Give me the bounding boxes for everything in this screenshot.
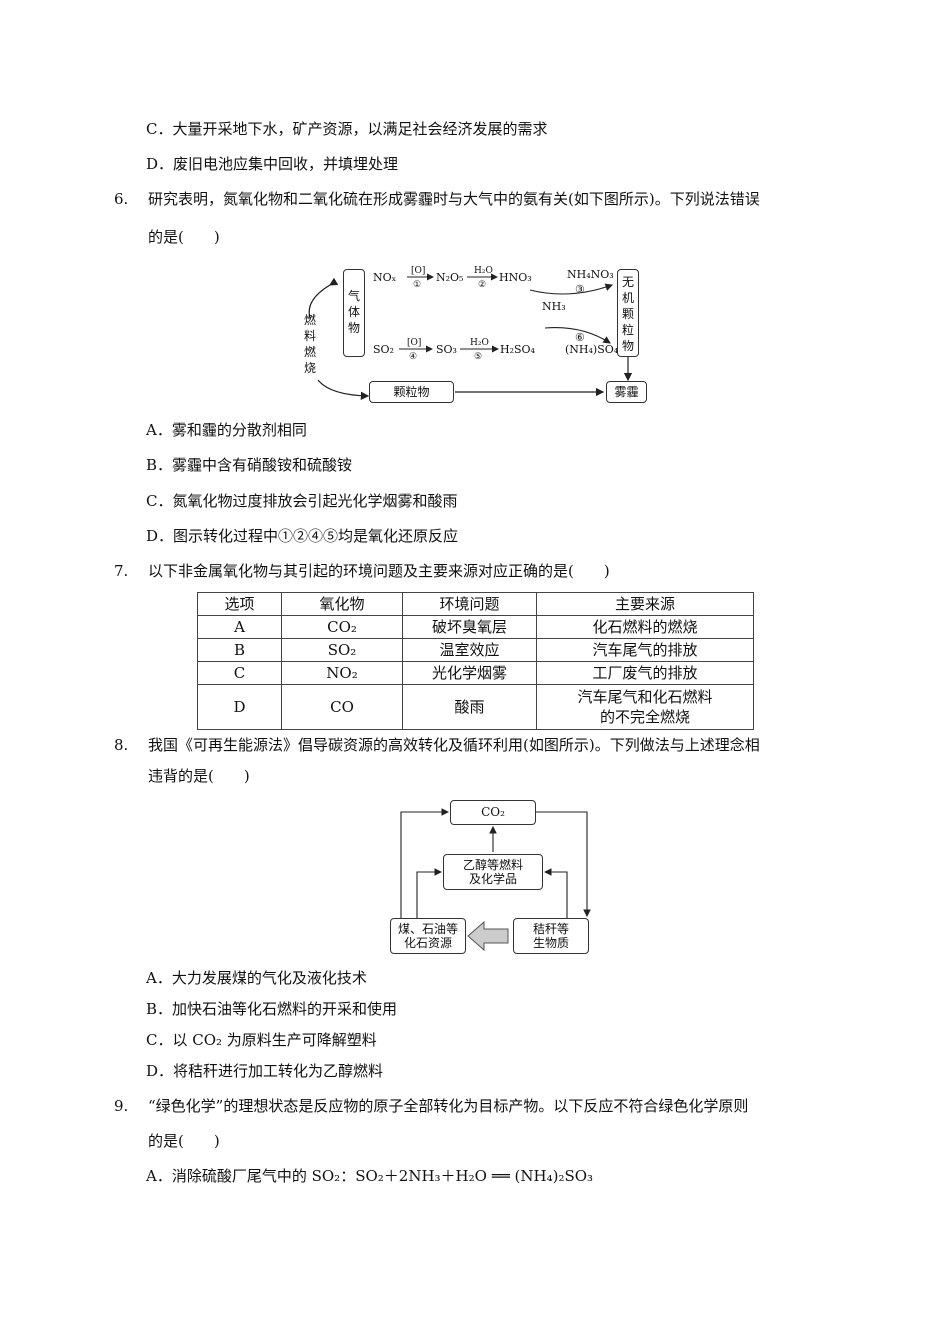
table-cell: 汽车尾气和化石燃料 的不完全燃烧 [536, 684, 754, 730]
table-cell-line1: 汽车尾气和化石燃料 [577, 688, 713, 706]
particles-box: 颗粒物 [369, 381, 454, 403]
q5-option-c: C．大量开采地下水，矿产资源，以满足社会经济发展的需求 [146, 120, 548, 138]
nh4no3-label: NH₄NO₃ [567, 268, 614, 281]
q6-number: 6. [114, 190, 129, 208]
table-cell: 温室效应 [402, 638, 537, 662]
q7-number: 7. [114, 562, 129, 580]
table-row: B SO₂ 温室效应 汽车尾气的排放 [197, 638, 754, 662]
table-cell: 破坏臭氧层 [402, 615, 537, 639]
table-row: C NO₂ 光化学烟雾 工厂废气的排放 [197, 661, 754, 685]
fossil-label-line2: 化石资源 [403, 936, 452, 950]
ethanol-label-line2: 及化学品 [468, 872, 517, 886]
ethanol-box: 乙醇等燃料 及化学品 [443, 854, 543, 890]
q8-option-d: D．将秸秆进行加工转化为乙醇燃料 [146, 1062, 384, 1080]
fossil-resources-box: 煤、石油等 化石资源 [390, 918, 466, 954]
o-label-2: [O] [407, 338, 422, 348]
step-1: ① [413, 280, 422, 290]
fossil-label-line1: 煤、石油等 [397, 922, 458, 936]
q7-stem: 以下非金属氧化物与其引起的环境问题及主要来源对应正确的是( ) [148, 562, 610, 580]
step-5: ⑤ [474, 352, 483, 362]
q6-option-d: D．图示转化过程中①②④⑤均是氧化还原反应 [146, 527, 459, 545]
so3-label: SO₃ [436, 343, 457, 356]
q6-option-c: C．氮氧化物过度排放会引起光化学烟雾和酸雨 [146, 492, 458, 510]
n2o5-label: N₂O₅ [436, 271, 464, 284]
q6-option-b: B．雾霾中含有硝酸铵和硫酸铵 [146, 456, 353, 474]
o-label-1: [O] [411, 266, 426, 276]
table-header-cell: 主要来源 [536, 592, 754, 616]
q7-table: 选项 氧化物 环境问题 主要来源 A CO₂ 破坏臭氧层 化石燃料的燃烧 B S… [197, 592, 754, 730]
biomass-box: 秸秆等 生物质 [513, 918, 589, 954]
q8-stem-line1: 我国《可再生能源法》倡导碳资源的高效转化及循环利用(如图所示)。下列做法与上述理… [148, 736, 760, 754]
q5-option-d: D．废旧电池应集中回收，并填埋处理 [146, 155, 399, 173]
q9-stem-line1: “绿色化学”的理想状态是反应物的原子全部转化为目标产物。以下反应不符合绿色化学原… [148, 1097, 749, 1115]
inorganic-particles-box: 无机颗粒物 [617, 269, 639, 357]
q8-option-b: B．加快石油等化石燃料的开采和使用 [146, 1000, 398, 1018]
nh3-label: NH₃ [542, 300, 566, 313]
table-cell: CO₂ [281, 615, 403, 639]
q8-diagram-arrows [400, 808, 591, 952]
smog-box: 雾霾 [606, 381, 647, 403]
q8-stem-line2: 违背的是( ) [148, 767, 250, 785]
table-row: D CO 酸雨 汽车尾气和化石燃料 的不完全燃烧 [197, 684, 754, 730]
q8-option-a: A．大力发展煤的气化及液化技术 [146, 969, 367, 987]
q9-option-a: A．消除硫酸厂尾气中的 SO₂：SO₂＋2NH₃＋H₂O ══ (NH₄)₂SO… [146, 1167, 594, 1185]
h2o-label-2: H₂O [470, 338, 489, 348]
q8-option-c: C．以 CO₂ 为原料生产可降解塑料 [146, 1031, 377, 1049]
table-cell: C [197, 661, 282, 685]
nox-label: NOₓ [373, 271, 397, 284]
table-cell: NO₂ [281, 661, 403, 685]
step-2: ② [478, 280, 487, 290]
step-6: ⑥ [575, 331, 585, 344]
hno3-label: HNO₃ [499, 271, 532, 284]
step-4: ④ [409, 352, 418, 362]
gas-label: 气体物 [348, 289, 361, 335]
fuel-burning-label: 燃料燃烧 [303, 313, 316, 375]
table-cell: 光化学烟雾 [402, 661, 537, 685]
biomass-label-line1: 秸秆等 [532, 922, 569, 936]
q9-number: 9. [114, 1097, 129, 1115]
table-cell: CO [281, 684, 403, 730]
ethanol-label-line1: 乙醇等燃料 [462, 858, 523, 872]
table-cell: D [197, 684, 282, 730]
co2-box: CO₂ [450, 800, 536, 825]
gas-box: 气体物 [343, 269, 365, 357]
biomass-label-line2: 生物质 [532, 936, 569, 950]
q6-stem-line1: 研究表明，氮氧化物和二氧化硫在形成雾霾时与大气中的氨有关(如下图所示)。下列说法… [148, 190, 760, 208]
step-3: ③ [575, 283, 585, 296]
q6-stem-line2: 的是( ) [148, 228, 220, 246]
h2so4-label: H₂SO₄ [500, 343, 535, 356]
q6-diagram-arrows [308, 273, 633, 401]
inorganic-particles-label: 无机颗粒物 [622, 275, 635, 353]
q6-option-a: A．雾和霾的分散剂相同 [146, 421, 307, 439]
nh42so4-label: (NH₄)SO₄ [565, 343, 619, 356]
q9-stem-line2: 的是( ) [148, 1132, 220, 1150]
table-cell-line2: 的不完全燃烧 [599, 708, 690, 726]
h2o-label-1: H₂O [474, 266, 493, 276]
table-cell: A [197, 615, 282, 639]
q8-number: 8. [114, 736, 129, 754]
so2-label: SO₂ [373, 343, 394, 356]
